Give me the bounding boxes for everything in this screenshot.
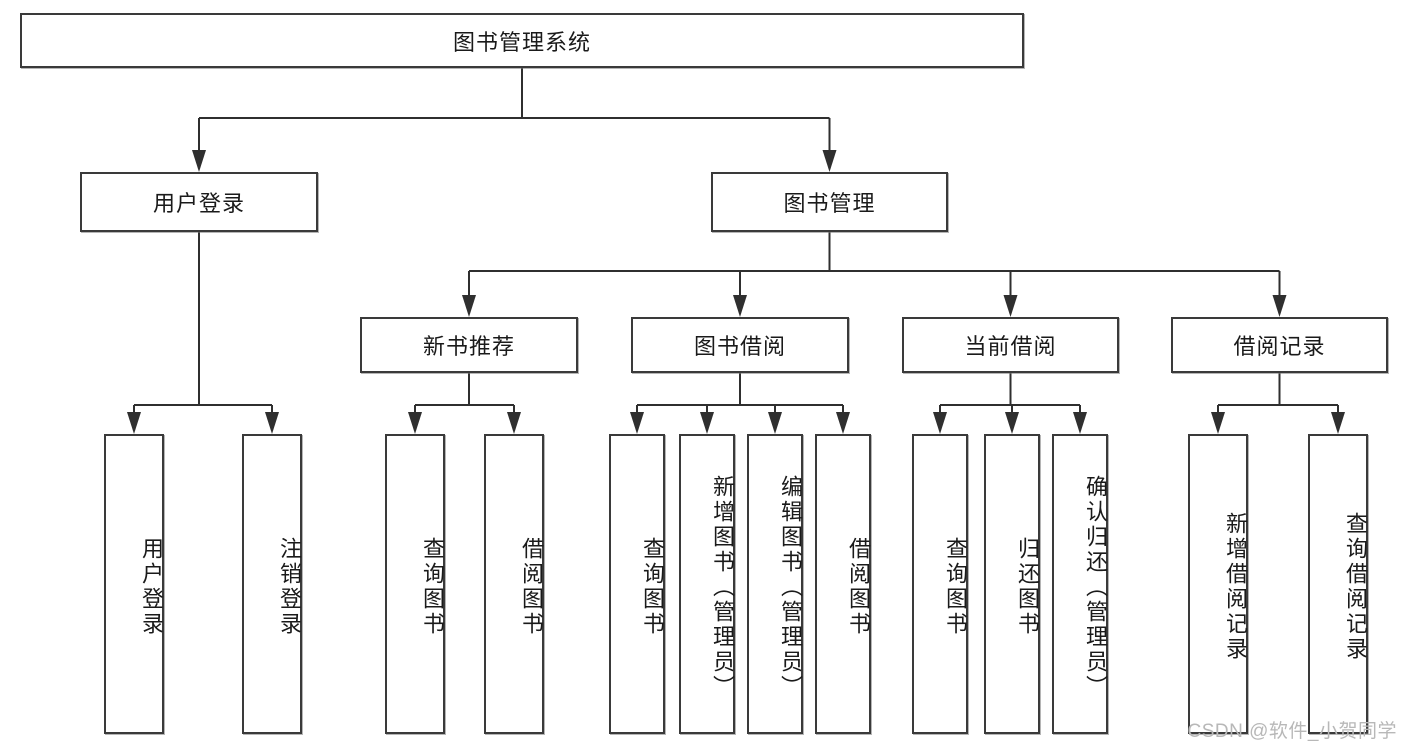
node-leaf-query-book-1[interactable]: 查询图书	[385, 434, 445, 734]
node-label: 图书管理	[783, 191, 876, 216]
node-label: 用户登录	[139, 537, 164, 637]
node-label: 借阅记录	[1233, 334, 1326, 359]
node-label: 用户登录	[152, 191, 245, 216]
node-book-manage[interactable]: 图书管理	[711, 172, 948, 232]
node-label: 新书推荐	[422, 334, 515, 359]
node-label: 注销登录	[277, 537, 302, 637]
node-leaf-borrow-book-2[interactable]: 借阅图书	[815, 434, 871, 734]
node-leaf-return-book[interactable]: 归还图书	[984, 434, 1040, 734]
node-label: 借阅图书	[846, 537, 871, 637]
node-leaf-add-record[interactable]: 新增借阅记录	[1188, 434, 1248, 734]
node-new-book-recommend[interactable]: 新书推荐	[360, 317, 578, 373]
node-label: 归还图书	[1015, 537, 1040, 637]
node-label: 图书管理系统	[452, 29, 591, 55]
node-label: 借阅图书	[519, 537, 544, 637]
node-leaf-user-login[interactable]: 用户登录	[104, 434, 164, 734]
node-leaf-borrow-book-1[interactable]: 借阅图书	[484, 434, 544, 734]
node-current-borrow[interactable]: 当前借阅	[902, 317, 1119, 373]
node-book-borrow[interactable]: 图书借阅	[631, 317, 849, 373]
node-label: 查询借阅记录	[1343, 512, 1368, 662]
node-leaf-query-book-2[interactable]: 查询图书	[609, 434, 665, 734]
node-label: 查询图书	[943, 537, 968, 637]
node-user-login[interactable]: 用户登录	[80, 172, 318, 232]
node-label: 新增借阅记录	[1223, 512, 1248, 662]
node-label: 编辑图书（管理员）	[778, 474, 803, 700]
node-leaf-query-record[interactable]: 查询借阅记录	[1308, 434, 1368, 734]
node-label: 确认归还（管理员）	[1083, 474, 1108, 700]
node-label: 图书借阅	[693, 334, 786, 359]
node-label: 查询图书	[640, 537, 665, 637]
node-leaf-logout[interactable]: 注销登录	[242, 434, 302, 734]
node-label: 新增图书（管理员）	[710, 474, 735, 700]
node-root[interactable]: 图书管理系统	[20, 13, 1024, 68]
node-leaf-confirm-return[interactable]: 确认归还（管理员）	[1052, 434, 1108, 734]
node-leaf-add-book[interactable]: 新增图书（管理员）	[679, 434, 735, 734]
watermark-text: CSDN @软件_小贺同学	[1187, 721, 1397, 742]
node-label: 当前借阅	[964, 334, 1057, 359]
node-leaf-query-book-3[interactable]: 查询图书	[912, 434, 968, 734]
node-borrow-record[interactable]: 借阅记录	[1171, 317, 1388, 373]
node-label: 查询图书	[420, 537, 445, 637]
node-leaf-edit-book[interactable]: 编辑图书（管理员）	[747, 434, 803, 734]
